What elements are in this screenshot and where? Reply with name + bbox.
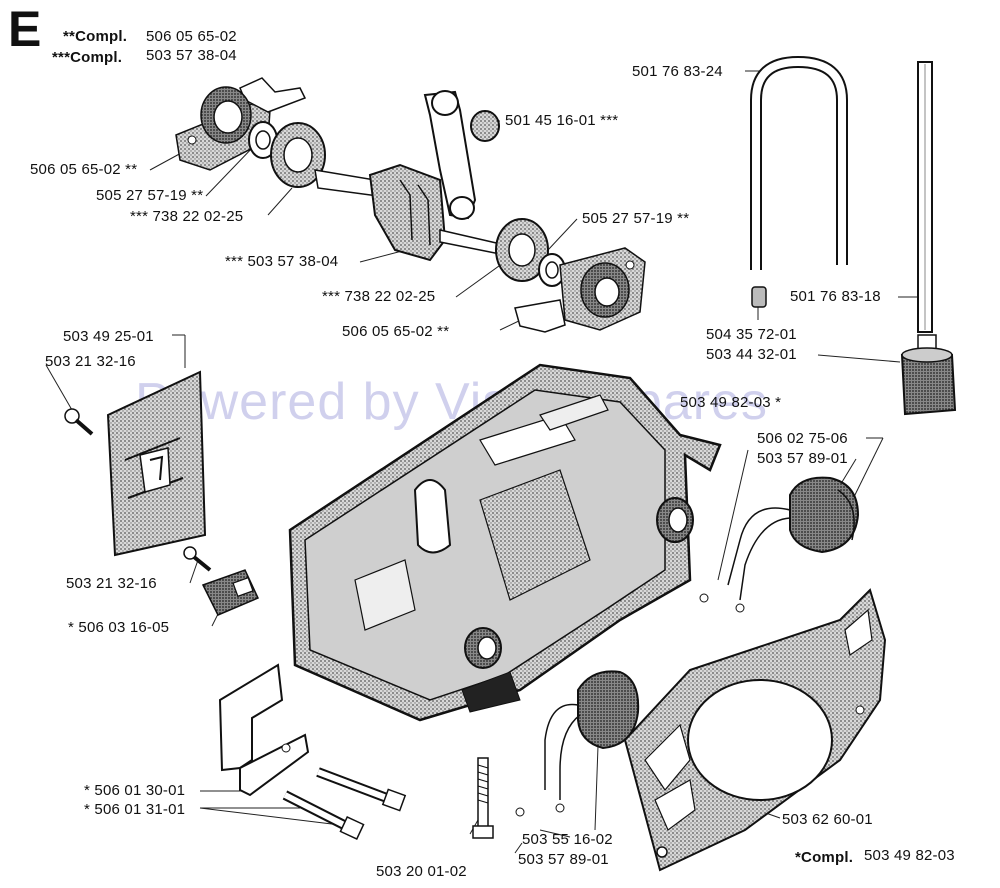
label-nut-block: * 506 03 16-05	[68, 619, 170, 636]
label-bearing-right: *** 738 22 02-25	[322, 288, 436, 305]
label-needle-bearing: 501 45 16-01 ***	[505, 112, 619, 129]
crankcase	[288, 363, 722, 722]
crankshaft-assembly	[248, 90, 566, 287]
header-line1-prefix: **Compl.	[63, 28, 128, 45]
label-crankshaft: *** 503 57 38-04	[225, 253, 339, 270]
label-cover-plate: 503 62 60-01	[782, 811, 873, 828]
bearing-housing-bottom	[514, 247, 646, 333]
bracket	[218, 663, 310, 797]
bearing-housing-top	[175, 77, 307, 171]
nut-block	[201, 569, 260, 616]
header-line2-part: 503 57 38-04	[146, 47, 237, 64]
bolts	[282, 767, 407, 841]
tubes	[750, 55, 933, 333]
label-bearing-housing-top: 506 05 65-02 **	[30, 161, 138, 178]
switch-top	[699, 476, 860, 613]
label-switch-bottom-a: 503 55 16-02	[522, 831, 613, 848]
label-tube-u: 501 76 83-24	[632, 63, 723, 80]
label-seal-left: 505 27 57-19 **	[96, 187, 204, 204]
label-switch-top-a: 506 02 75-06	[757, 430, 848, 447]
long-screw	[472, 757, 494, 839]
screws	[64, 408, 212, 572]
label-plug: 504 35 72-01	[706, 326, 797, 343]
footer-prefix: *Compl.	[795, 849, 854, 866]
cover-plate	[623, 588, 887, 872]
chain-guide-plate	[106, 370, 207, 557]
label-tube-straight: 501 76 83-18	[790, 288, 881, 305]
header-line1-part: 506 05 65-02	[146, 28, 237, 45]
label-switch-top-b: 503 57 89-01	[757, 450, 848, 467]
label-switch-bottom-b: 503 57 89-01	[518, 851, 609, 868]
label-screw-top: 503 21 32-16	[45, 353, 136, 370]
label-chain-guide-plate: 503 49 25-01	[63, 328, 154, 345]
section-letter: E	[8, 1, 42, 57]
label-screw-bottom: 503 21 32-16	[66, 575, 157, 592]
footer-part: 503 49 82-03	[864, 847, 955, 864]
label-bolt: * 506 01 31-01	[84, 801, 186, 818]
label-bearing-left: *** 738 22 02-25	[130, 208, 244, 225]
switch-bottom	[515, 670, 640, 817]
label-bracket: * 506 01 30-01	[84, 782, 186, 799]
label-long-screw: 503 20 01-02	[376, 863, 467, 880]
header-line2-prefix: ***Compl.	[52, 49, 123, 66]
label-seal-right: 505 27 57-19 **	[582, 210, 690, 227]
label-crankcase: 503 49 82-03 *	[680, 394, 782, 411]
label-filter: 503 44 32-01	[706, 346, 797, 363]
label-bearing-housing-bottom: 506 05 65-02 **	[342, 323, 450, 340]
fuel-filter	[900, 334, 957, 416]
